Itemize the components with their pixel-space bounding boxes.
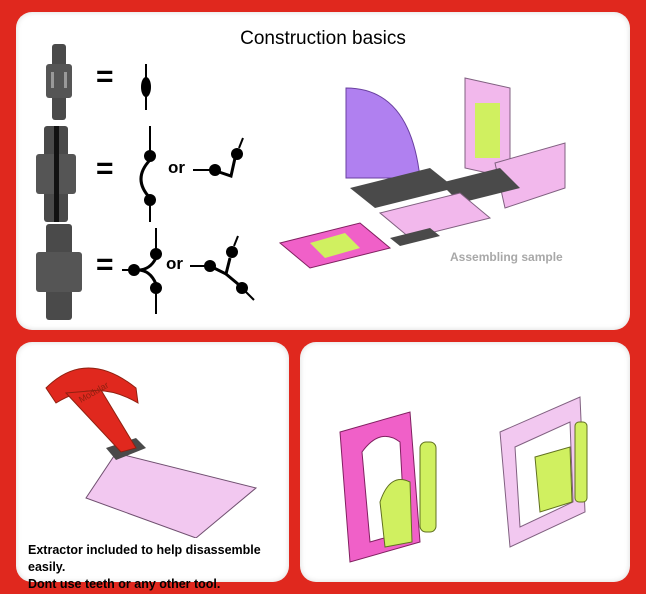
door-assembly-panel — [300, 342, 630, 582]
assembling-sample-illustration — [278, 77, 566, 269]
assembling-sample-label: Assembling sample — [450, 250, 563, 264]
angled-joint-symbol — [193, 137, 244, 178]
t-joint-symbol — [122, 228, 162, 314]
panel-title: Construction basics — [240, 28, 406, 49]
triple-connector-icon — [36, 224, 82, 320]
caption-line-2: Dont use teeth or any other tool. — [28, 577, 221, 591]
equals-sign: = — [96, 248, 114, 281]
angled-t-joint-symbol — [190, 235, 255, 301]
curved-joint-symbol — [139, 126, 156, 222]
single-connector-icon — [46, 44, 72, 120]
extractor-caption: Extractor included to help disassemble e… — [28, 542, 289, 593]
equals-sign: = — [96, 60, 114, 93]
extractor-tool-illustration[interactable]: Modular — [26, 348, 276, 538]
door-assembly-illustration — [339, 396, 588, 563]
equals-sign: = — [96, 152, 114, 185]
extractor-panel: Modular Extractor included to help disas… — [16, 342, 289, 591]
double-connector-icon — [36, 126, 76, 222]
construction-basics-panel: Construction basics = = or = or — [16, 12, 630, 330]
or-label: or — [168, 158, 185, 177]
caption-line-1: Extractor included to help disassemble e… — [28, 543, 261, 574]
single-joint-symbol — [141, 64, 151, 110]
or-label: or — [166, 254, 183, 273]
